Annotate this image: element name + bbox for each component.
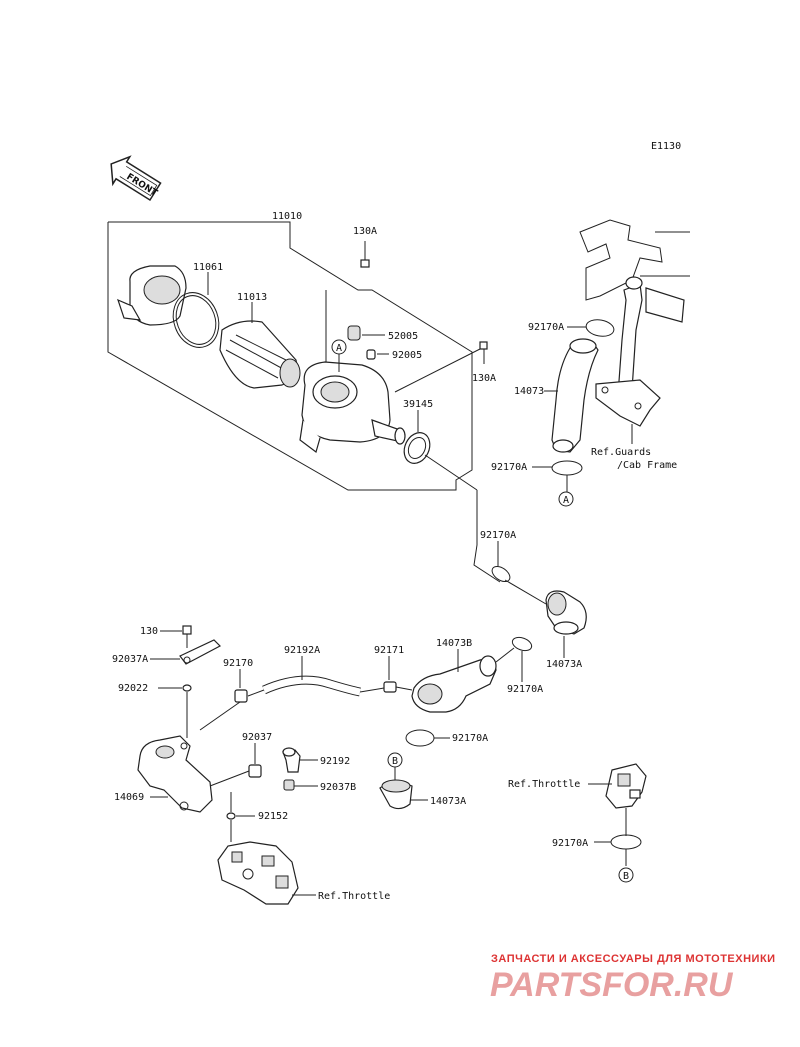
label-130: 130 [140, 626, 158, 637]
label-14073b: 14073B [436, 638, 472, 649]
plug-52005 [347, 325, 361, 341]
label-92037: 92037 [242, 732, 272, 743]
diagram-code: E1130 [651, 141, 681, 152]
callout-b-right [618, 867, 634, 883]
o-ring [172, 292, 220, 348]
label-92171: 92171 [374, 645, 404, 656]
bolt-130a-right [394, 341, 488, 393]
label-52005: 52005 [388, 331, 418, 342]
label-92037a: 92037A [112, 654, 148, 665]
bolt-130a-top [360, 241, 370, 268]
label-39145: 39145 [403, 399, 433, 410]
air-filter-element [219, 320, 301, 389]
label-92192: 92192 [320, 756, 350, 767]
fitting-92171 [383, 681, 413, 693]
label-92170a-2: 92170A [491, 462, 527, 473]
duct-14073b [411, 655, 497, 713]
clamp-92170a-4 [511, 636, 533, 652]
clamp-92170a-6 [610, 834, 642, 850]
label-92170a-1: 92170A [528, 322, 564, 333]
strap-92037a [179, 639, 221, 665]
label-92170: 92170 [223, 658, 253, 669]
label-14073: 14073 [514, 386, 544, 397]
ref-guards-line2: /Cab Frame [617, 460, 677, 471]
washer-92022 [182, 684, 192, 692]
guards-cab-frame [579, 219, 690, 427]
hose-92192 [282, 747, 301, 773]
label-92170a-5: 92170A [452, 733, 488, 744]
clip-92037 [248, 764, 262, 778]
throttle-body-bottom [217, 841, 299, 905]
ref-throttle-right: Ref.Throttle [508, 779, 580, 790]
bracket-14069 [137, 735, 213, 813]
ref-guards-line1: Ref.Guards [591, 447, 651, 458]
label-92005: 92005 [392, 350, 422, 361]
label-11010: 11010 [272, 211, 302, 222]
elbow-14073a [545, 590, 587, 635]
label-14073a-1: 14073A [546, 659, 582, 670]
ref-throttle-bottom: Ref.Throttle [318, 891, 390, 902]
label-11013: 11013 [237, 292, 267, 303]
duct-14073a-lower [379, 779, 413, 810]
watermark-brand: PARTSFOR.RU [490, 966, 734, 1004]
label-92170a-3: 92170A [480, 530, 516, 541]
clamp-39145 [403, 432, 431, 464]
callout-a-bottom [558, 491, 574, 507]
callout-b2: B [623, 871, 629, 882]
air-cleaner-case [299, 290, 406, 454]
clip-92170 [234, 689, 248, 703]
watermark-tagline: ЗАПЧАСТИ И АКСЕССУАРЫ ДЛЯ МОТОТЕХНИКИ [491, 953, 776, 965]
label-14069: 14069 [114, 792, 144, 803]
callout-a2: A [563, 495, 569, 506]
label-92022: 92022 [118, 683, 148, 694]
air-cleaner-cover [117, 265, 187, 326]
label-130a-top: 130A [353, 226, 377, 237]
callout-a1: A [336, 343, 342, 354]
callout-b1: B [392, 756, 398, 767]
clamp-92170a-1 [585, 319, 615, 337]
clamp-92170a-2 [551, 460, 583, 476]
label-92170a-4: 92170A [507, 684, 543, 695]
label-130a-right: 130A [472, 373, 496, 384]
label-92192a: 92192A [284, 645, 320, 656]
washer-92152 [226, 812, 236, 820]
label-14073a-2: 14073A [430, 796, 466, 807]
clamp-92170a-5 [405, 729, 435, 747]
clamp-92170a-3 [491, 565, 511, 583]
cap-92005 [366, 349, 376, 360]
label-92152: 92152 [258, 811, 288, 822]
label-92037b: 92037B [320, 782, 356, 793]
duct-14073 [551, 338, 599, 453]
bolt-130 [182, 625, 192, 648]
throttle-body-right [605, 763, 647, 809]
front-arrow-icon: FRONT [110, 155, 162, 202]
label-92170a-6: 92170A [552, 838, 588, 849]
label-11061: 11061 [193, 262, 223, 273]
clip-92037b [283, 779, 295, 791]
